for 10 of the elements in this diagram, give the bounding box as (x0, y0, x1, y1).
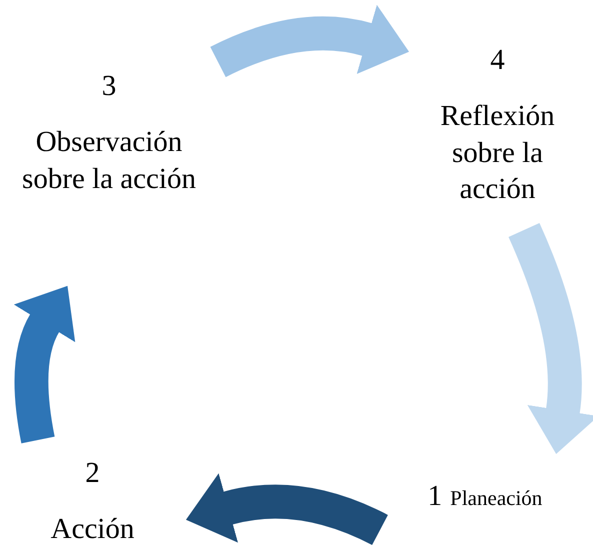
step-label: Reflexión sobre la acción (439, 99, 556, 207)
step-number: 3 (100, 69, 118, 104)
step-label: Planeación (450, 485, 542, 512)
step-number: 2 (84, 456, 101, 491)
step-number: 4 (489, 43, 506, 78)
curved-arrow (508, 223, 593, 454)
step-number: 1 (428, 479, 442, 514)
step-label: Observación sobre la acción (21, 125, 197, 196)
step-label: Acción (50, 512, 136, 548)
curved-arrow (12, 284, 76, 444)
